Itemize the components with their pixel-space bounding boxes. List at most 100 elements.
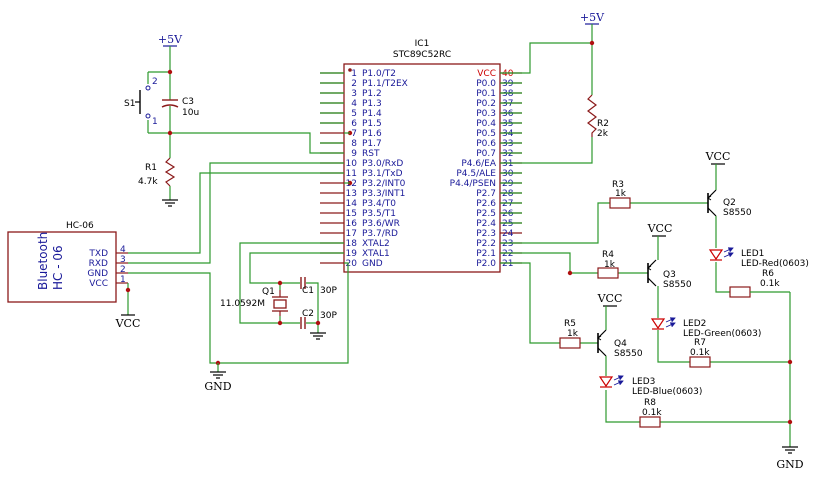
ic1-pin-name: P4.6/EA: [461, 159, 496, 169]
ic1-pin-number: 14: [346, 199, 358, 209]
hc06-body-label: Bluetooth: [36, 232, 50, 290]
ic1-pin-name: P0.7: [476, 149, 496, 159]
hc06-pin-number: 4: [120, 245, 126, 255]
ic1-pin-number: 8: [351, 139, 357, 149]
q3: Q3 S8550: [647, 259, 692, 290]
ic1-pin-name: P0.3: [476, 109, 496, 119]
ic1-pin-number: 38: [502, 89, 514, 99]
ic1-pin-name: P1.7: [362, 139, 382, 149]
c1-value: 30P: [320, 286, 337, 296]
hc06-pin-name: VCC: [89, 279, 108, 289]
ic1-pin-name: P0.0: [476, 79, 496, 89]
q3-ref: Q3: [663, 270, 676, 280]
q4: Q4 S8550: [597, 329, 643, 359]
ic1-pin-39: 39 P0.0: [476, 79, 522, 89]
wire-p21-r4: [500, 252, 648, 274]
vcc-symbol-bt: VCC: [115, 314, 141, 330]
junction: [167, 130, 173, 136]
vcc-label-bt: VCC: [115, 317, 141, 330]
vcc-label-q3: VCC: [647, 222, 673, 235]
r7-ref: R7: [694, 338, 706, 348]
ic1-pin-number: 7: [351, 129, 357, 139]
ic1-pin-name: P3.6/WR: [362, 219, 400, 229]
r3-ref: R3: [612, 180, 624, 190]
ic1-pin-7: 7 P1.6: [320, 129, 382, 139]
hc06-body: [7, 231, 117, 303]
ic1-pin-name: P1.3: [362, 99, 382, 109]
hc06-pin-name: GND: [87, 269, 108, 279]
ic1-pin-number: 40: [502, 69, 514, 79]
vplus-label-left: +5V: [158, 33, 183, 46]
ic1-pin-number: 39: [502, 79, 514, 89]
s1-button: S1 2 1: [124, 77, 158, 127]
ic1-pin-number: 37: [502, 99, 513, 109]
r5: R5 1k: [559, 319, 581, 349]
wire-bluetooth: [127, 162, 349, 364]
p0-port-stubs: [500, 82, 522, 224]
junction: [167, 69, 173, 75]
ic1-pin-number: 17: [346, 229, 357, 239]
r4: R4 1k: [597, 250, 619, 279]
vplus-symbol-left: +5V: [158, 33, 183, 47]
q2: Q2 S8550: [707, 189, 752, 218]
wire-p20-r5: [500, 262, 598, 344]
wire-vcc-r2-ea: [500, 42, 593, 164]
led2-part: LED-Green(0603): [683, 329, 761, 339]
led2: LED2 LED-Green(0603): [650, 317, 761, 339]
vcc-label-q2: VCC: [705, 150, 731, 163]
r6: R6 0.1k: [729, 269, 790, 298]
wire-crystal: [239, 242, 344, 333]
gnd-symbol-r1: [162, 199, 178, 207]
q2-ref: Q2: [723, 198, 736, 208]
r1-ref: R1: [145, 163, 157, 173]
gnd-symbol-main: GND: [204, 360, 232, 393]
r7-value: 0.1k: [690, 348, 710, 358]
s1-pin2: 2: [152, 77, 158, 87]
led3-part: LED-Blue(0603): [632, 387, 702, 397]
r1: R1 4.7k: [138, 157, 176, 187]
ic1-pin-number: 33: [502, 139, 513, 149]
ic1-pin1-marker: [348, 68, 352, 72]
ic1-pin-name: P1.0/T2: [362, 69, 396, 79]
wire-q3-led2: [657, 286, 790, 363]
c2: C2 30P: [300, 309, 337, 329]
ic1-pin-name: P2.6: [476, 199, 496, 209]
ic1-pin-number: 34: [502, 129, 514, 139]
hc06-pin-number: 2: [120, 265, 126, 275]
gnd-symbol-led: GND: [776, 446, 804, 471]
ic1-pin-name: P1.1/T2EX: [362, 79, 408, 89]
vcc-symbol-q3: VCC: [647, 222, 673, 260]
hc06-pin-number: 1: [120, 275, 126, 285]
q1-crystal: Q1 11.0592M: [220, 287, 288, 316]
ic1-pin-number: 5: [351, 109, 357, 119]
s1-ref: S1: [124, 99, 135, 109]
ic1-pin-number: 30: [502, 169, 514, 179]
ic1-pin-name: P2.5: [476, 209, 496, 219]
ic1-pin-name: P1.6: [362, 129, 382, 139]
ic1-pin-number: 9: [351, 149, 357, 159]
ic1-pin-name: P3.4/T0: [362, 199, 396, 209]
junction: [589, 40, 595, 46]
c2-ref: C2: [302, 309, 314, 319]
c1-ref: C1: [302, 286, 314, 296]
r8-ref: R8: [644, 398, 656, 408]
ic1-pin-name: P3.2/INT0: [362, 179, 406, 189]
ic1-pin-number: 6: [351, 119, 357, 129]
vplus-symbol-right: +5V: [580, 11, 605, 43]
r4-ref: R4: [602, 250, 614, 260]
